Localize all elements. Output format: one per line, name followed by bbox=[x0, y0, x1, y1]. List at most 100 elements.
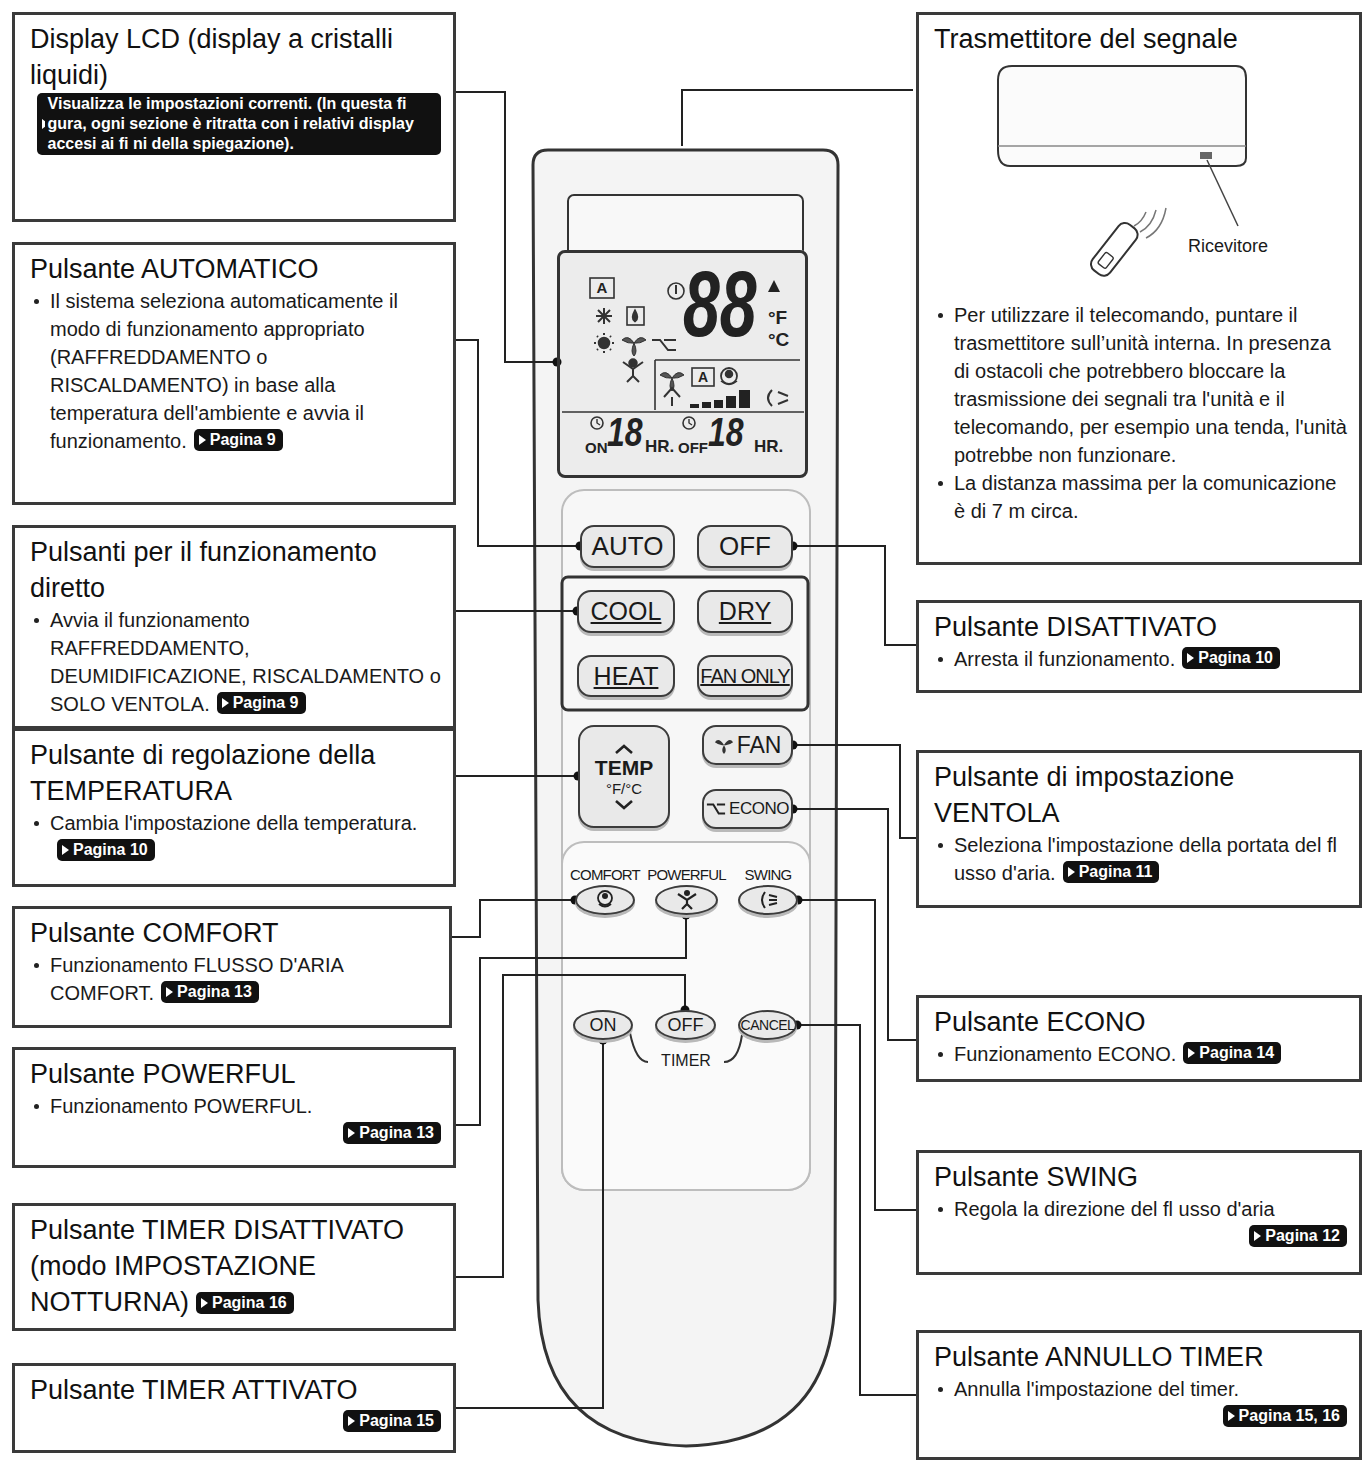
button-label: ON bbox=[590, 1015, 617, 1036]
callout-item: Annulla l'impostazione del timer. bbox=[934, 1375, 1347, 1403]
leader-path bbox=[793, 745, 916, 838]
callout-box: Pulsante COMFORTFunzionamento FLUSSO D'A… bbox=[12, 906, 452, 1028]
page-triangle bbox=[347, 1415, 356, 1427]
page-triangle bbox=[1187, 1047, 1196, 1059]
page-badge: Pagina 16 bbox=[196, 1292, 294, 1314]
button-label: TEMP bbox=[595, 756, 653, 780]
button-caption: POWERFUL bbox=[647, 866, 726, 883]
page-badge: Pagina 9 bbox=[194, 429, 283, 451]
leader-line bbox=[793, 1021, 917, 1396]
page-badge: Pagina 10 bbox=[1182, 647, 1280, 669]
page-ref: Pagina 15 bbox=[359, 1411, 434, 1431]
callout-box: Pulsante DISATTIVATOArresta il funzionam… bbox=[916, 600, 1362, 693]
up-icon bbox=[613, 743, 635, 756]
lcd-segment: A bbox=[692, 370, 714, 384]
button-caption: COMFORT bbox=[570, 866, 640, 883]
callout-text: Il sistema seleziona automaticamente il … bbox=[50, 290, 398, 452]
button: DRY bbox=[697, 590, 793, 633]
powerful-icon bbox=[676, 889, 698, 911]
leader-line bbox=[456, 975, 690, 1277]
button: OFF bbox=[697, 525, 793, 568]
page-triangle bbox=[165, 986, 174, 998]
callout-text: La distanza massima per la comunicazione… bbox=[954, 472, 1336, 522]
badge-row: Pagina 13 bbox=[30, 1122, 441, 1145]
leader-path bbox=[456, 92, 557, 362]
callout-title: Pulsanti per il funzionamento diretto bbox=[30, 534, 441, 606]
leader-path bbox=[456, 975, 685, 1277]
page-ref: Pagina 11 bbox=[1079, 862, 1153, 882]
callout-title: Trasmettitore del segnale bbox=[934, 21, 1347, 57]
page-ref: Pagina 15, 16 bbox=[1239, 1406, 1340, 1426]
button-label: AUTO bbox=[592, 531, 664, 562]
lcd-display: A88°F°CAON18HR.OFF18HR. bbox=[557, 250, 808, 478]
leader-path bbox=[456, 1040, 603, 1408]
page-badge: Pagina 10 bbox=[57, 839, 155, 861]
button: CANCEL bbox=[738, 1010, 797, 1040]
lcd-segment: °F bbox=[768, 308, 787, 327]
page-badge: Pagina 15, 16 bbox=[1223, 1405, 1347, 1427]
callout-box: Pulsante AUTOMATICOIl sistema seleziona … bbox=[12, 242, 456, 505]
callout-item: Seleziona l'impostazione della portata d… bbox=[934, 831, 1347, 887]
button-label: FAN ONLY bbox=[700, 665, 789, 688]
callout-text: Per utilizzare il telecomando, puntare i… bbox=[954, 304, 1347, 466]
leader-line bbox=[452, 896, 580, 938]
callout-title: Pulsante COMFORT bbox=[30, 915, 437, 951]
callout-title: Pulsante SWING bbox=[934, 1159, 1347, 1195]
lcd-segment: 88 bbox=[683, 258, 757, 350]
callout-title: Display LCD (display a cristalli liquidi… bbox=[30, 21, 441, 155]
callout-item: Per utilizzare il telecomando, puntare i… bbox=[934, 301, 1347, 469]
leader-path bbox=[456, 775, 578, 777]
page-badge: Pagina 15 bbox=[343, 1410, 441, 1432]
page-ref: Pagina 16 bbox=[212, 1293, 287, 1313]
lcd-segment: 18 bbox=[607, 412, 643, 452]
button-caption: SWING bbox=[745, 866, 792, 883]
badge-row: Pagina 15 bbox=[30, 1410, 441, 1433]
page-badge: Pagina 11 bbox=[1063, 861, 1160, 883]
page-ref: Pagina 10 bbox=[1198, 648, 1273, 668]
leader-path bbox=[456, 340, 580, 546]
button-label: °F/°C bbox=[606, 780, 642, 798]
page-triangle bbox=[1067, 866, 1076, 878]
callout-box: Pulsante di impostazione VENTOLASelezion… bbox=[916, 750, 1362, 908]
leader-path bbox=[793, 809, 916, 1040]
page-ref: Pagina 9 bbox=[233, 693, 299, 713]
leader-line bbox=[789, 741, 917, 839]
callout-item: Arresta il funzionamento.Pagina 10 bbox=[934, 645, 1347, 673]
page-ref: Pagina 12 bbox=[1265, 1226, 1340, 1246]
callout-text: Regola la direzione del fl usso d'aria bbox=[954, 1198, 1275, 1220]
callout-title: Pulsante di impostazione VENTOLA bbox=[934, 759, 1347, 831]
lcd-segment: 18 bbox=[708, 412, 744, 452]
leader-path bbox=[798, 900, 916, 1210]
comfort-icon bbox=[594, 889, 616, 911]
button-label: COOL bbox=[591, 597, 662, 626]
button-label: OFF bbox=[668, 1015, 704, 1036]
small-button: SWING bbox=[738, 885, 798, 915]
button: ECONO bbox=[702, 789, 793, 829]
callout-box: Pulsante ECONOFunzionamento ECONO.Pagina… bbox=[916, 995, 1362, 1082]
callout-item: Cambia l'impostazione della temperatura.… bbox=[30, 809, 441, 865]
button: AUTO bbox=[580, 525, 675, 568]
button: OFF bbox=[655, 1010, 716, 1040]
callout-box: Trasmettitore del segnaleRicevitorePer u… bbox=[916, 12, 1362, 565]
temp-button: TEMP°F/°C bbox=[578, 725, 670, 828]
callout-box: Pulsanti per il funzionamento direttoAvv… bbox=[12, 525, 456, 729]
button-label: ECONO bbox=[729, 799, 789, 819]
group-label: TIMER bbox=[650, 1051, 722, 1071]
small-button: COMFORT bbox=[575, 885, 635, 915]
callout-item: Avvia il funzionamento RAFFREDDAMENTO, D… bbox=[30, 606, 441, 718]
button: ON bbox=[573, 1010, 633, 1040]
page-triangle bbox=[61, 844, 70, 856]
page-badge: Pagina 13 bbox=[161, 981, 259, 1003]
callout-title: Pulsante TIMER ATTIVATO bbox=[30, 1372, 441, 1408]
callout-item: Regola la direzione del fl usso d'aria bbox=[934, 1195, 1347, 1223]
page-badge: Visualizza le impostazioni correnti. (In… bbox=[37, 93, 441, 155]
callout-title: Pulsante POWERFUL bbox=[30, 1056, 441, 1092]
button-label: FAN bbox=[737, 732, 782, 759]
fan-icon bbox=[714, 735, 734, 755]
button-label: OFF bbox=[719, 531, 771, 562]
leader-line bbox=[456, 772, 583, 781]
page-triangle bbox=[221, 697, 230, 709]
page-triangle bbox=[200, 1297, 209, 1309]
callout-box: Pulsante TIMER ATTIVATO Pagina 15 bbox=[12, 1363, 456, 1453]
callout-box: Pulsante di regolazione della TEMPERATUR… bbox=[12, 728, 456, 887]
